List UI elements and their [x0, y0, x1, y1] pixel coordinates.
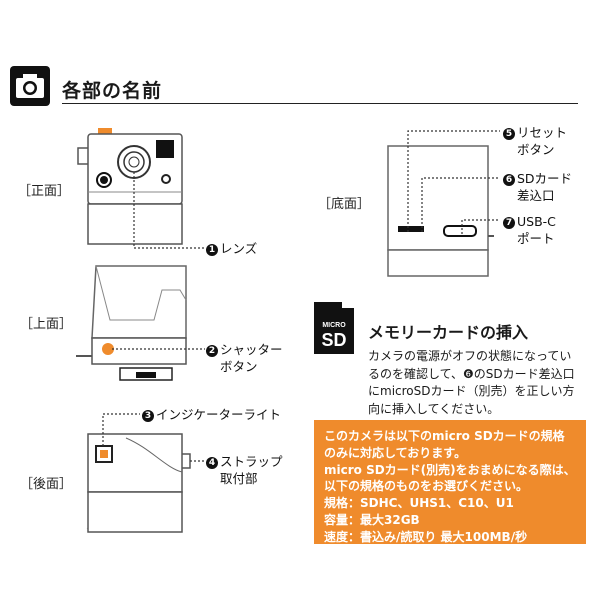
notice-line: 規格：SDHC、UHS1、C10、U1	[324, 496, 514, 511]
notice-line: 速度：書込み/読取り 最大100MB/秒	[324, 529, 528, 544]
top-view-label: ［上面］	[20, 317, 73, 332]
microsd-icon: MICRO SD	[312, 300, 356, 360]
instruction-line: るのを確認して、❻のSDカード差込口	[368, 366, 575, 381]
camera-icon	[10, 66, 50, 110]
number-badge: 3	[142, 410, 154, 422]
bottom-view-label: ［底面］	[318, 197, 371, 212]
instruction-line: 向に挿入してください。	[368, 401, 500, 416]
lens-label: レンズ	[220, 241, 258, 256]
strap-label-line1: ストラップ	[220, 454, 283, 469]
usbc-label-line1: USB-C	[517, 214, 556, 229]
strap-label-line2: 取付部	[220, 471, 258, 486]
notice-line: 以下の規格のものをお選びください。	[324, 479, 529, 494]
instruction-line: にmicroSDカード（別売）を正しい方	[368, 384, 575, 398]
camera-front-illustration	[70, 124, 200, 254]
camera-back-illustration	[70, 428, 200, 542]
camera-bottom-illustration	[384, 140, 498, 284]
front-view-label: ［正面］	[18, 184, 71, 199]
indicator-leader-line	[102, 413, 140, 446]
number-badge: 5	[503, 128, 515, 140]
sd-spec-notice: このカメラは以下のmicro SDカードの規格 のみに対応しております。 mic…	[314, 420, 586, 544]
notice-line: このカメラは以下のmicro SDカードの規格	[324, 429, 565, 443]
lens-leader-line	[133, 172, 205, 249]
camera-top-illustration	[70, 260, 200, 394]
usbc-leader-line	[461, 219, 500, 234]
shutter-label-line1: シャッター	[220, 342, 283, 357]
page-title: 各部の名前	[62, 80, 163, 102]
sdslot-label-line1: SDカード	[517, 171, 573, 186]
header-divider	[62, 103, 578, 104]
microsd-icon-label-small: MICRO	[322, 322, 346, 329]
notice-line: 容量：最大32GB	[324, 512, 420, 527]
sdslot-leader-line	[421, 177, 500, 232]
shutter-label-line2: ボタン	[220, 359, 258, 374]
notice-line: のみに対応しております。	[324, 445, 467, 460]
microsd-icon-label-large: SD	[321, 330, 346, 350]
number-badge: 2	[206, 345, 218, 357]
reset-label-line1: リセット	[517, 125, 568, 140]
reset-leader-line	[407, 130, 500, 232]
indicator-label: インジケーターライト	[156, 407, 282, 422]
number-badge: 4	[206, 457, 218, 469]
usbc-label-line2: ポート	[517, 231, 555, 246]
reset-label-line2: ボタン	[517, 142, 555, 157]
memory-card-instructions: カメラの電源がオフの状態になってい るのを確認して、❻のSDカード差込口 にmi…	[368, 348, 586, 418]
memory-card-heading: メモリーカードの挿入	[368, 323, 529, 342]
number-badge: 7	[503, 217, 515, 229]
notice-line: micro SDカード(別売)をおまめになる際は、	[324, 462, 576, 477]
back-view-label: ［後面］	[20, 477, 73, 492]
sdslot-label-line2: 差込口	[517, 188, 555, 203]
instruction-line: カメラの電源がオフの状態になってい	[368, 349, 572, 363]
number-badge: 6	[503, 174, 515, 186]
number-badge: 1	[206, 244, 218, 256]
